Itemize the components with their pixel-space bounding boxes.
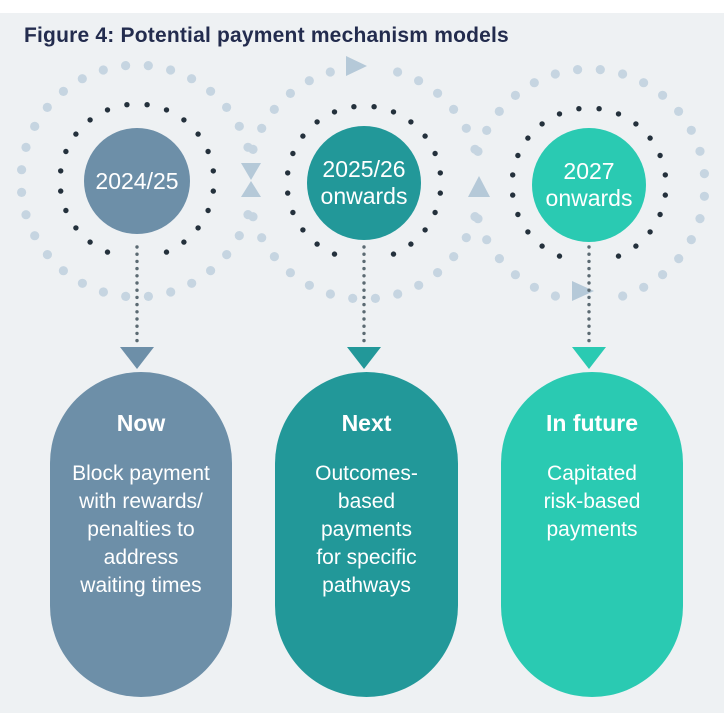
pill-heading: Now (116, 410, 166, 436)
pill-body: Outcomes- based payments for specific pa… (315, 462, 418, 597)
pill-heading: Next (341, 410, 392, 436)
payment-pill-next: Next Outcomes- based payments for specif… (275, 372, 458, 697)
pill-body: Block payment with rewards/ penalties to… (72, 462, 210, 597)
stage-circle-label: 2027 onwards (545, 158, 633, 211)
pill-heading: In future (546, 410, 638, 436)
pill-body: Capitated risk-based payments (543, 462, 641, 541)
stage-circle-2024-25: 2024/25 (84, 128, 190, 234)
stage-circle-label: 2025/26 onwards (320, 156, 408, 209)
stage-circle-2027: 2027 onwards (532, 128, 646, 242)
payment-pill-future: In future Capitated risk-based payments (501, 372, 683, 697)
payment-pill-now: Now Block payment with rewards/ penaltie… (50, 372, 232, 697)
top-strip (0, 0, 724, 13)
stage-circle-2025-26: 2025/26 onwards (307, 126, 421, 240)
stage-circle-label: 2024/25 (95, 167, 179, 194)
figure-title: Figure 4: Potential payment mechanism mo… (24, 24, 509, 47)
